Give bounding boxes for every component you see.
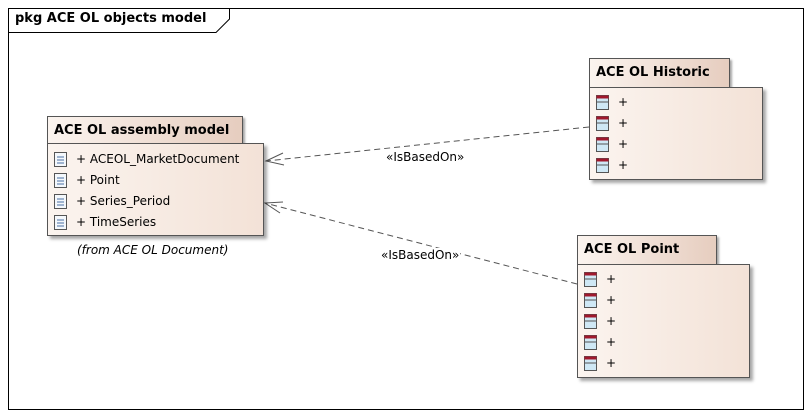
package-tab-historic[interactable]: ACE OL Historic (589, 58, 730, 89)
class-item[interactable]: + (596, 134, 628, 154)
class-item[interactable]: + (584, 311, 616, 331)
class-icon (584, 292, 597, 308)
class-item[interactable]: + (584, 332, 616, 352)
class-item[interactable]: + (584, 269, 616, 289)
package-item[interactable]: + TimeSeries (54, 212, 156, 232)
class-icon (584, 313, 597, 329)
class-item[interactable]: + (596, 155, 628, 175)
class-icon (596, 157, 609, 173)
class-item-label: + (618, 116, 629, 130)
package-element-icon (54, 172, 67, 188)
package-item[interactable]: + Series_Period (54, 191, 170, 211)
dependency-line-point (264, 202, 578, 285)
frame-title: pkg ACE OL objects model (15, 11, 207, 26)
class-item[interactable]: + (596, 113, 628, 133)
class-item-label: + (606, 356, 617, 370)
package-name-historic: ACE OL Historic (596, 65, 710, 80)
class-icon (596, 94, 609, 110)
package-tab-assembly[interactable]: ACE OL assembly model (47, 116, 243, 147)
package-body-assembly[interactable]: + ACEOL_MarketDocument + Point + Series_… (47, 143, 264, 236)
frame-tab-outline (8, 8, 230, 33)
class-item[interactable]: + (584, 353, 616, 373)
dependency-line-historic (265, 126, 590, 162)
class-item-label: + (606, 314, 617, 328)
package-tab-point[interactable]: ACE OL Point (577, 235, 717, 266)
package-source-caption: (from ACE OL Document) (77, 243, 229, 257)
package-body-point[interactable]: + + + + + (577, 264, 750, 378)
class-item-label: + (618, 95, 629, 109)
class-icon (596, 115, 609, 131)
diagram-frame (8, 8, 804, 410)
package-element-icon (54, 151, 67, 167)
package-name-point: ACE OL Point (584, 242, 680, 257)
package-element-icon (54, 193, 67, 209)
class-item-label: + (606, 272, 617, 286)
class-item[interactable]: + (584, 290, 616, 310)
class-item-label: + (618, 158, 629, 172)
arrowhead-point (263, 201, 284, 214)
class-item-label: + (618, 137, 629, 151)
class-icon (584, 334, 597, 350)
class-item-label: + (606, 293, 617, 307)
package-body-historic[interactable]: + + + + (589, 87, 763, 180)
package-item[interactable]: + Point (54, 170, 120, 190)
package-item[interactable]: + ACEOL_MarketDocument (54, 149, 239, 169)
package-item-label: + Point (76, 173, 120, 187)
class-item[interactable]: + (596, 92, 628, 112)
class-icon (584, 355, 597, 371)
relation-label-point: «IsBasedOn» (380, 248, 461, 262)
package-element-icon (54, 214, 67, 230)
class-icon (584, 271, 597, 287)
arrowhead-historic (264, 152, 285, 166)
package-item-label: + Series_Period (76, 194, 171, 208)
package-name-assembly: ACE OL assembly model (54, 123, 230, 138)
package-item-label: + ACEOL_MarketDocument (76, 152, 240, 166)
class-icon (596, 136, 609, 152)
package-item-label: + TimeSeries (76, 215, 157, 229)
class-item-label: + (606, 335, 617, 349)
relation-label-historic: «IsBasedOn» (385, 150, 466, 164)
